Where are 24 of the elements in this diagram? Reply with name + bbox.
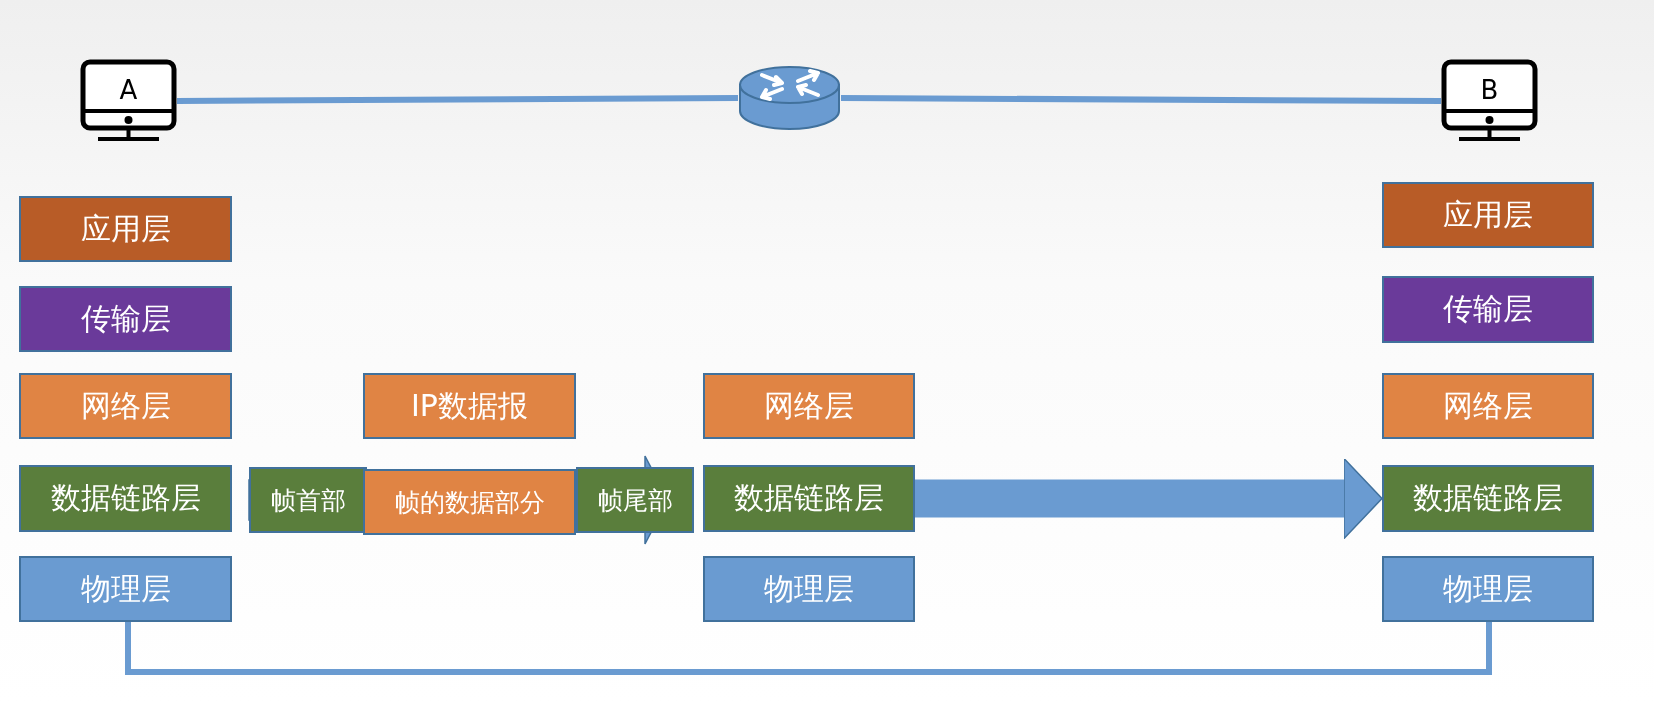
protocol-layer: 传输层 [19, 286, 232, 352]
block-arrow [915, 457, 1383, 540]
frame-data-field: 帧的数据部分 [363, 469, 576, 535]
protocol-layer: 网络层 [19, 373, 232, 439]
frame-header-field: 帧首部 [249, 467, 367, 533]
router-icon [738, 65, 841, 131]
protocol-layer: 传输层 [1382, 276, 1594, 343]
protocol-layer: 应用层 [19, 196, 232, 262]
protocol-layer: 物理层 [1382, 556, 1594, 622]
protocol-layer: 数据链路层 [1382, 465, 1594, 532]
protocol-layer: 物理层 [19, 556, 232, 622]
protocol-layer: 数据链路层 [703, 465, 915, 532]
protocol-layer: 应用层 [1382, 182, 1594, 248]
protocol-layer: 网络层 [703, 373, 915, 439]
protocol-layer: 数据链路层 [19, 465, 232, 532]
frame-trailer-field: 帧尾部 [576, 467, 694, 533]
computer-label: B [1479, 75, 1500, 105]
protocol-layer: 网络层 [1382, 373, 1594, 439]
link-line [841, 95, 1441, 104]
computer-label: A [118, 75, 139, 105]
link-line [177, 95, 738, 104]
datagram-block: IP数据报 [363, 373, 576, 439]
protocol-layer: 物理层 [703, 556, 915, 622]
link-line [125, 622, 1492, 675]
